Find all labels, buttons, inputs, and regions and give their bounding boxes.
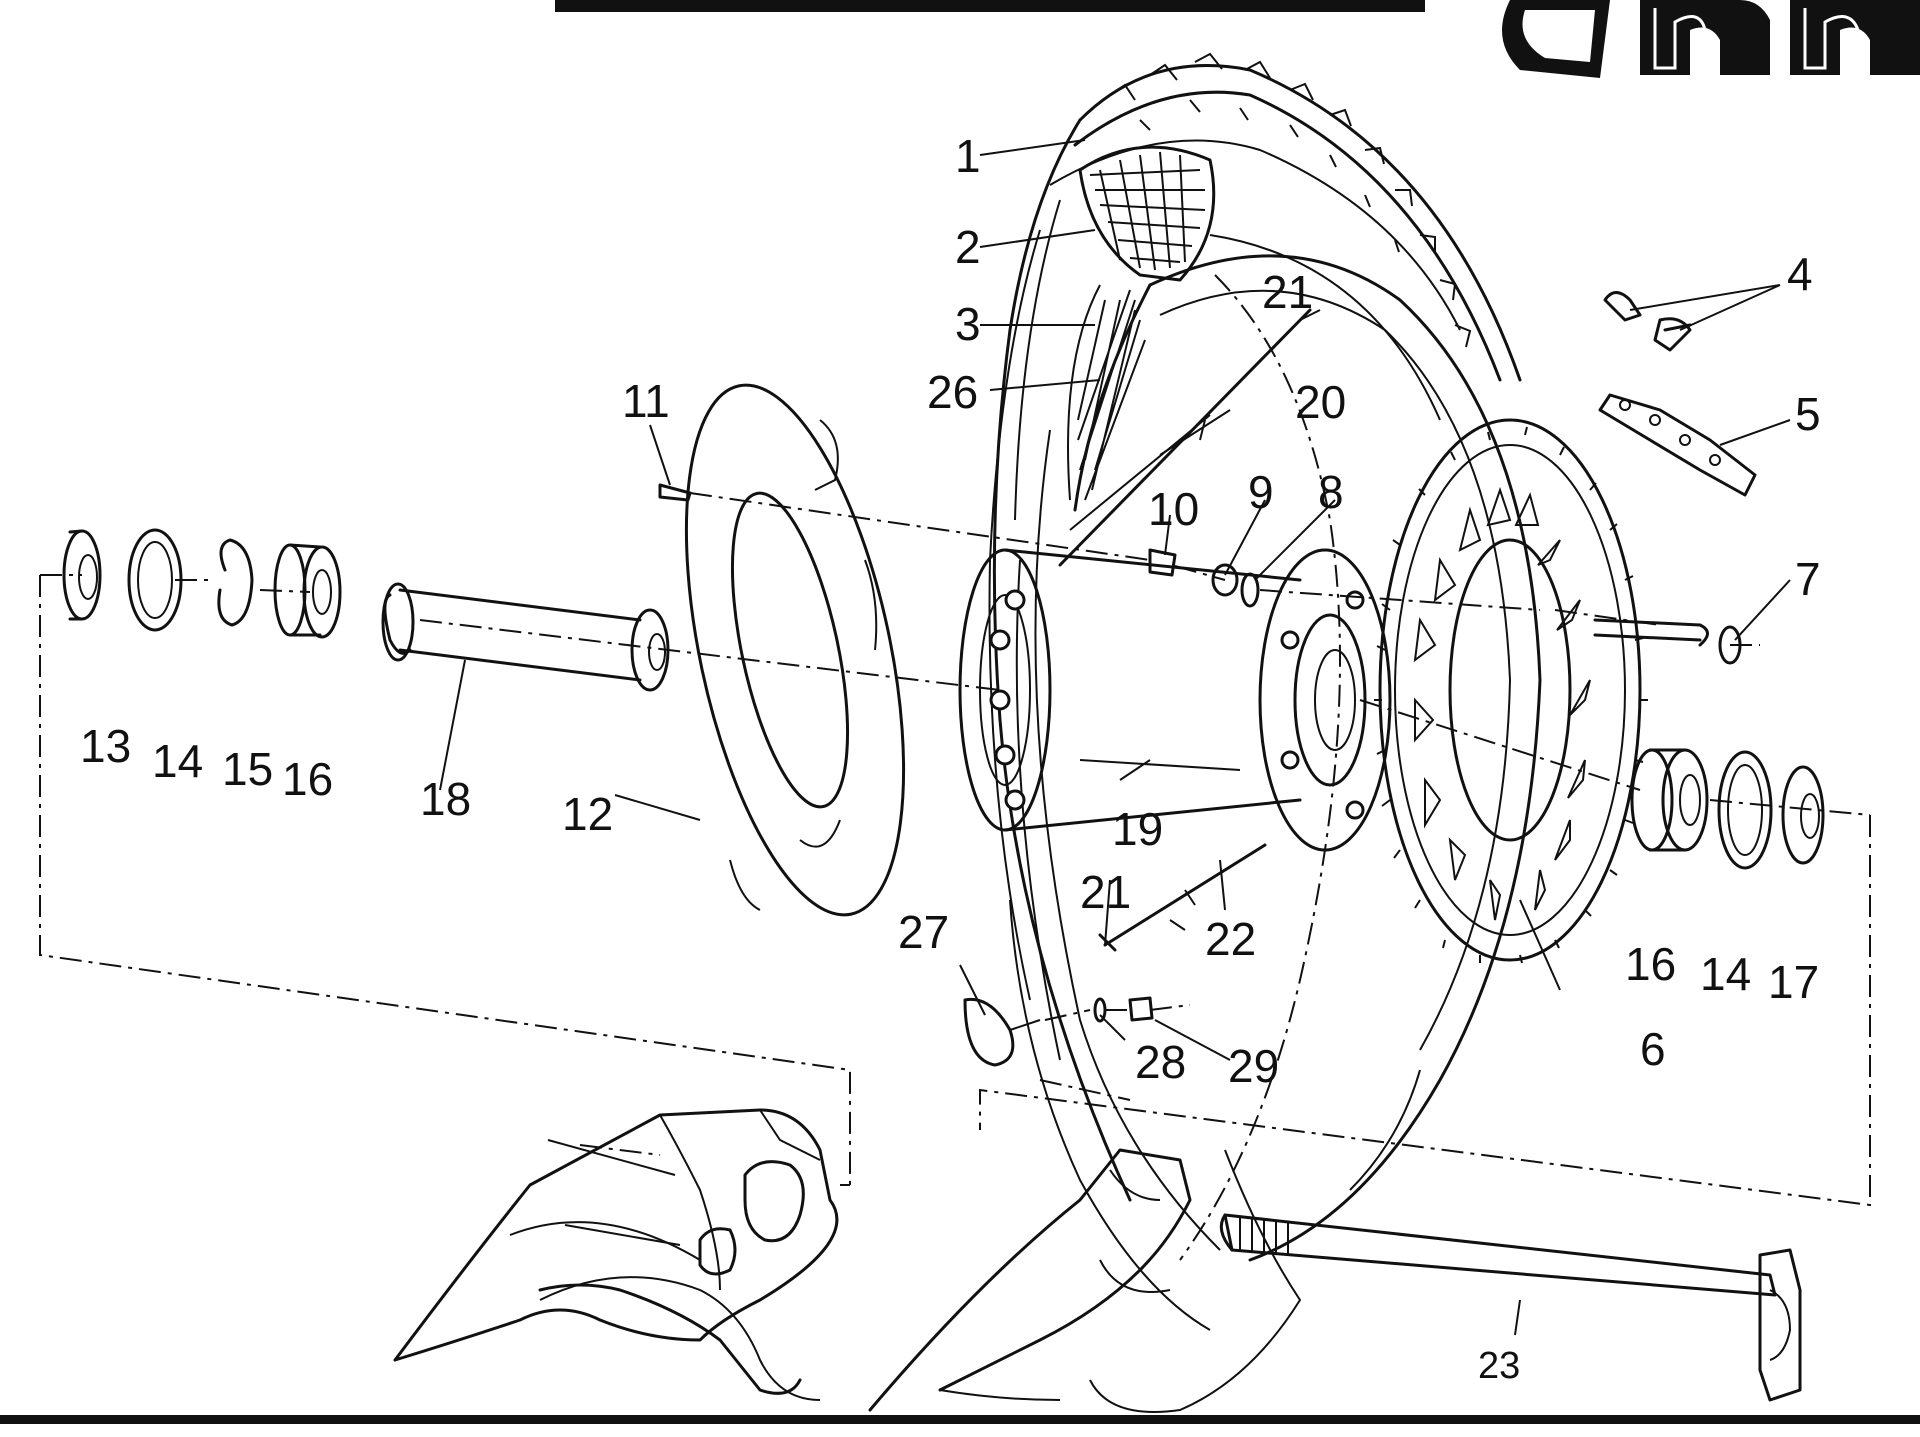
callout-7: 7: [1795, 553, 1821, 605]
small-hardware: [658, 291, 1757, 1067]
brake-disc: [684, 383, 906, 917]
callout-2: 2: [955, 221, 981, 273]
callout-labels: 1 2 3 26 21 20 4 5 11 10 9 8 7 13 14 15 …: [80, 130, 1821, 1387]
callout-27: 27: [898, 906, 949, 958]
callout-16a: 16: [282, 753, 333, 805]
callout-1: 1: [955, 130, 981, 182]
callout-22: 22: [1205, 913, 1256, 965]
callout-11: 11: [622, 375, 670, 427]
callout-5: 5: [1795, 388, 1821, 440]
bottom-rule: [0, 1415, 1920, 1424]
callout-14b: 14: [1700, 948, 1751, 1000]
callout-17: 17: [1768, 956, 1819, 1008]
callout-20: 20: [1295, 376, 1346, 428]
callout-21a: 21: [1262, 266, 1313, 318]
callout-4: 4: [1787, 248, 1813, 300]
tyre: [988, 52, 1522, 1202]
callout-29: 29: [1228, 1040, 1279, 1092]
callout-18: 18: [420, 773, 471, 825]
callout-21b: 21: [1080, 866, 1131, 918]
callout-14a: 14: [152, 735, 203, 787]
tyre-section: [1078, 145, 1216, 282]
callout-12: 12: [562, 788, 613, 840]
left-axle-parts: [62, 528, 670, 692]
axle: [1219, 1213, 1802, 1402]
callout-15: 15: [222, 743, 273, 795]
callout-9: 9: [1248, 466, 1274, 518]
callout-13: 13: [80, 720, 131, 772]
callout-19: 19: [1112, 803, 1163, 855]
rear-sprocket: [1374, 418, 1648, 964]
hub: [958, 548, 1392, 852]
callout-6: 6: [1640, 1023, 1666, 1075]
right-axle-parts: [1630, 748, 1825, 870]
swing-arm: [393, 1108, 1192, 1412]
callout-28: 28: [1135, 1036, 1186, 1088]
callout-23: 23: [1478, 1345, 1520, 1387]
callout-26: 26: [927, 366, 978, 418]
header-logo-fragment: [555, 0, 1920, 78]
leader-lines: [439, 139, 1791, 1336]
center-lines: [39, 492, 1871, 1207]
callout-8: 8: [1318, 466, 1344, 518]
callout-16b: 16: [1625, 938, 1676, 990]
callout-3: 3: [955, 298, 981, 350]
callout-10: 10: [1148, 483, 1199, 535]
rim-band: [1067, 283, 1152, 512]
